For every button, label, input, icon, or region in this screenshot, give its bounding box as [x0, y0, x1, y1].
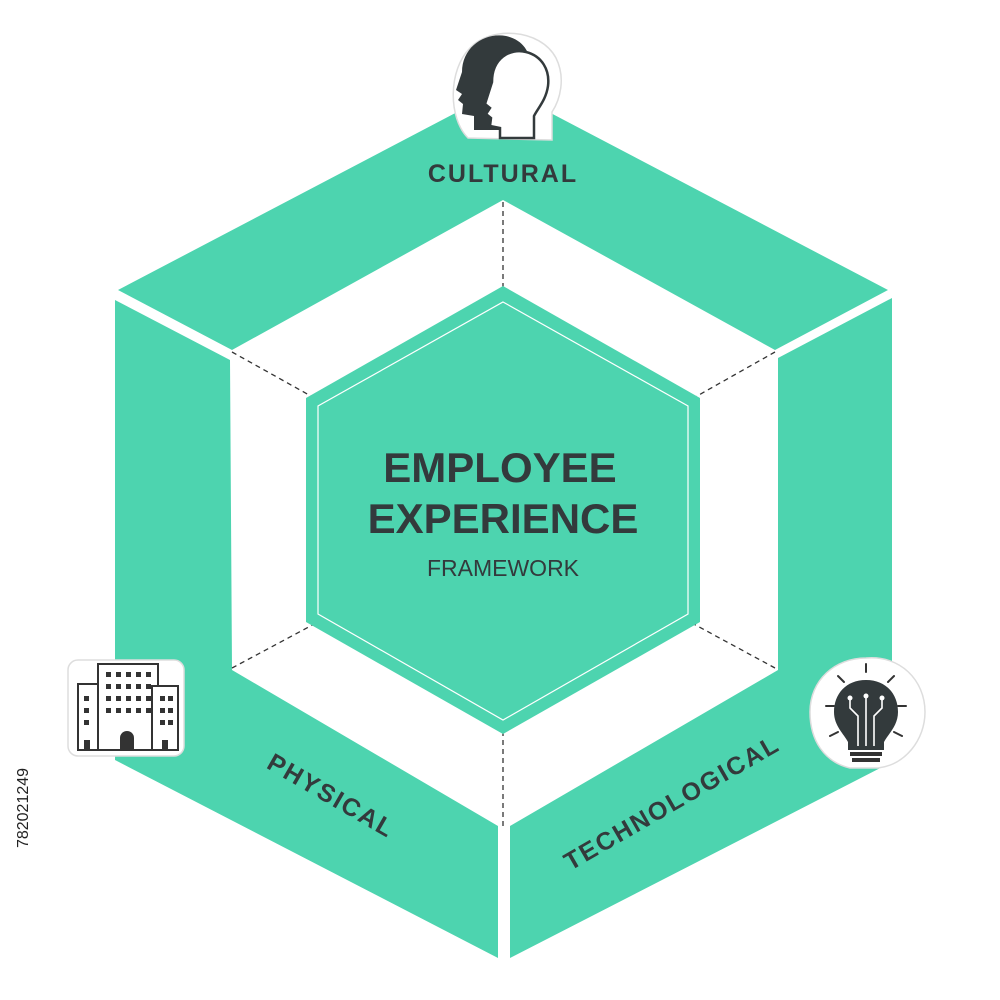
two-heads-icon [452, 32, 562, 141]
cultural-label: CULTURAL [428, 160, 578, 188]
cultural-segment [118, 88, 888, 350]
dashed-dividers [231, 202, 776, 826]
center-title-line2: EXPERIENCE [368, 495, 639, 542]
office-building-icon [67, 659, 185, 757]
center-title-line1: EMPLOYEE [383, 444, 616, 491]
center-hexagon-outline [317, 301, 689, 721]
technological-segment [510, 298, 892, 958]
physical-segment [115, 300, 498, 958]
center-hexagon [306, 286, 700, 734]
circuit-lightbulb-icon [809, 657, 926, 769]
center-subtitle: FRAMEWORK [427, 555, 580, 581]
side-id-text: 782021249 [15, 768, 32, 848]
